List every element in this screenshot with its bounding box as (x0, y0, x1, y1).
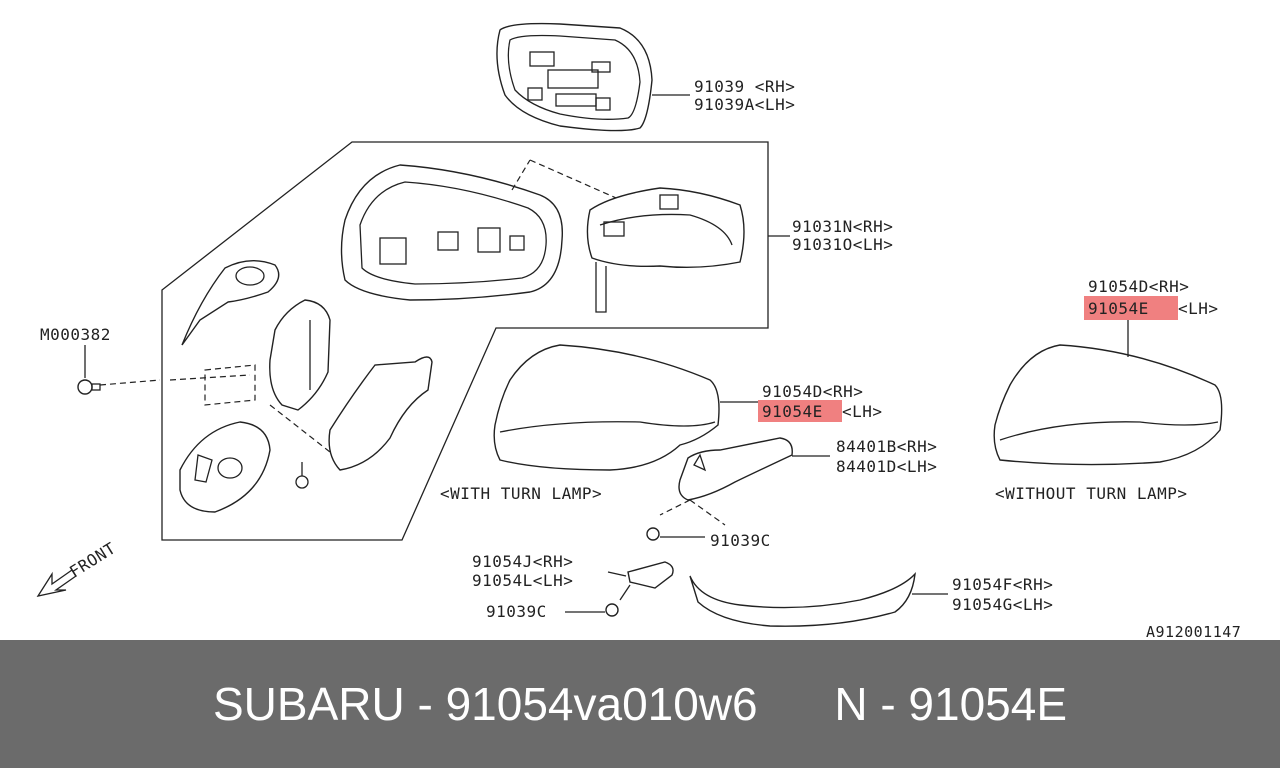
label-cover-top-lh-suffix: <LH> (1178, 299, 1219, 318)
turn-lamp-part[interactable] (646, 437, 830, 541)
front-arrow-icon (36, 569, 77, 597)
label-cover-top-rh: 91054D<RH> (1088, 277, 1189, 296)
bracket-part[interactable] (565, 561, 674, 617)
mirror-cover-without-lamp-part[interactable] (993, 320, 1223, 466)
label-mirror-glass-lh: 91039A<LH> (694, 95, 795, 114)
label-bracket-lh: 91054L<LH> (472, 571, 573, 590)
footer-spacer (758, 677, 835, 731)
assembly-frame (161, 141, 769, 541)
parts-diagram: 91039 <RH> 91039A<LH> 91031N<RH> 91031O<… (36, 22, 1241, 640)
caption-without-turn-lamp: <WITHOUT TURN LAMP> (995, 484, 1188, 503)
footer-part-left: SUBARU - 91054va010w6 (212, 678, 758, 730)
highlight-cover-mid (758, 400, 842, 422)
label-garnish-rh: 91054F<RH> (952, 575, 1053, 594)
fastener-m000382-part[interactable] (77, 345, 161, 395)
label-cover-mid-lh: 91054E (762, 402, 823, 421)
mirror-glass-part[interactable] (496, 22, 690, 132)
label-garnish-lh: 91054G<LH> (952, 595, 1053, 614)
garnish-part[interactable] (689, 571, 948, 627)
footer-part-right: N - 91054E (834, 678, 1068, 730)
label-bracket-rh: 91054J<RH> (472, 552, 573, 571)
diagram-id: A912001147 (1146, 623, 1241, 640)
label-cover-mid-lh-suffix: <LH> (842, 402, 883, 421)
caption-with-turn-lamp: <WITH TURN LAMP> (440, 484, 602, 503)
mirror-housing-part[interactable] (340, 159, 633, 301)
label-cover-mid-rh: 91054D<RH> (762, 382, 863, 401)
label-screw-c-2: 91039C (486, 602, 547, 621)
mirror-base-part[interactable] (169, 260, 433, 513)
label-cover-top-lh: 91054E (1088, 299, 1149, 318)
actuator-part[interactable] (586, 187, 790, 313)
label-turn-lamp-lh: 84401D<LH> (836, 457, 937, 476)
label-mirror-assy-lh: 91031O<LH> (792, 235, 893, 254)
mirror-cover-with-lamp-part[interactable] (493, 344, 758, 471)
label-screw-c-1: 91039C (710, 531, 771, 550)
label-turn-lamp-rh: 84401B<RH> (836, 437, 937, 456)
label-mirror-assy-rh: 91031N<RH> (792, 217, 893, 236)
label-fastener: M000382 (40, 325, 111, 344)
highlight-cover-top (1084, 296, 1178, 320)
label-front: FRONT (66, 538, 119, 581)
footer-bar: SUBARU - 91054va010w6 N - 91054E (0, 640, 1280, 768)
label-mirror-glass-rh: 91039 <RH> (694, 77, 795, 96)
